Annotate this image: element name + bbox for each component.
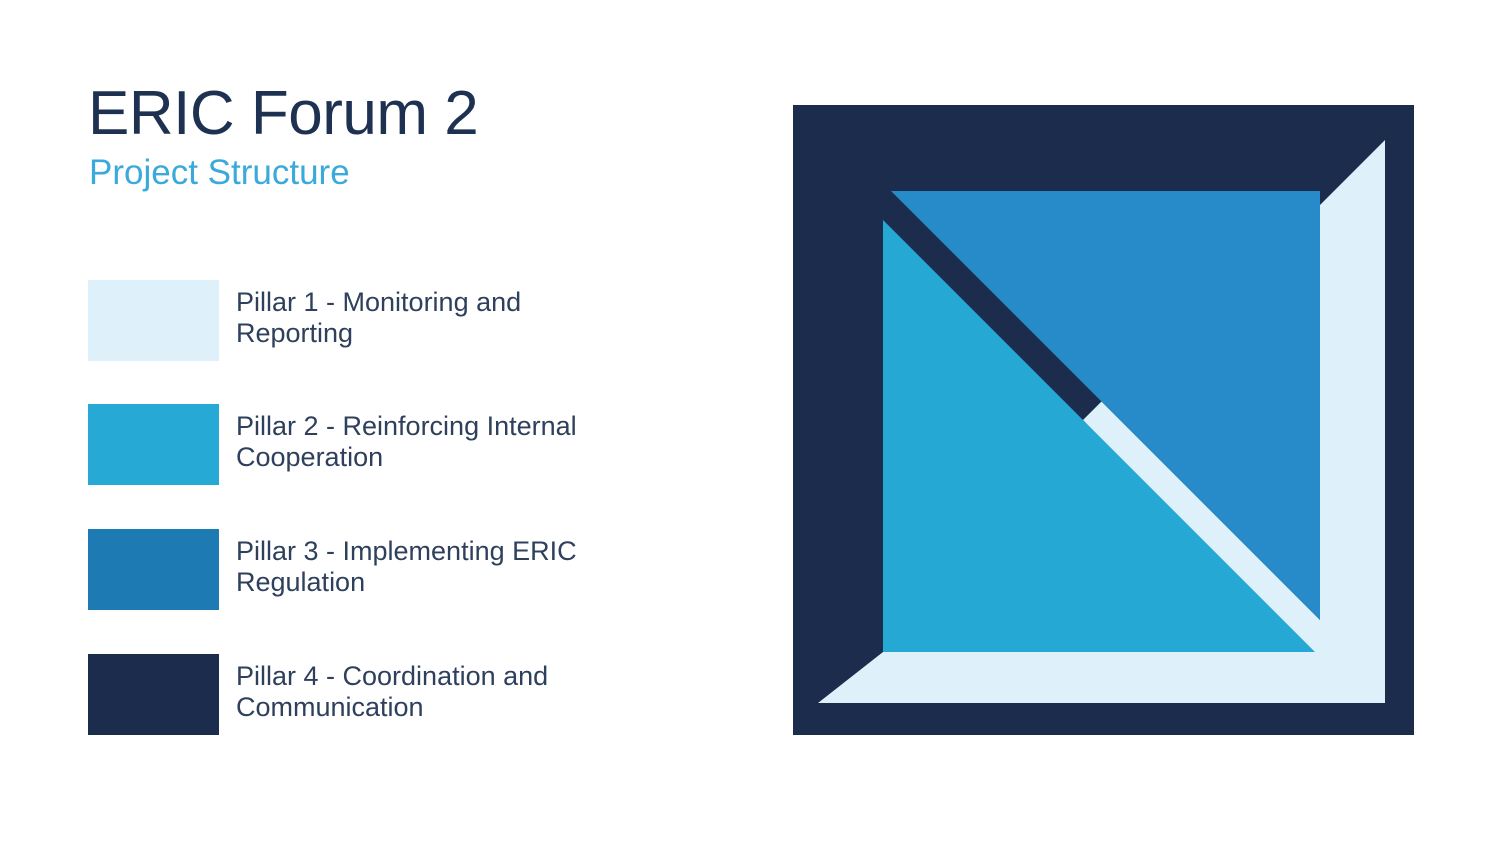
pillar-4-label: Pillar 4 - Coordination and Communicatio… xyxy=(236,661,548,723)
pillar-legend: Pillar 1 - Monitoring and Reporting Pill… xyxy=(88,280,708,740)
pillar-2-swatch xyxy=(88,404,219,485)
pillar-3-label: Pillar 3 - Implementing ERIC Regulation xyxy=(236,536,577,598)
legend-item-pillar-4: Pillar 4 - Coordination and Communicatio… xyxy=(88,654,548,735)
pillar-3-label-line1: Pillar 3 - Implementing ERIC xyxy=(236,536,577,566)
logo-diagonal-highlight xyxy=(1083,401,1337,673)
logo-lower-triangle xyxy=(883,220,1315,652)
project-structure-logo-graphic xyxy=(793,105,1414,735)
pillar-4-swatch xyxy=(88,654,219,735)
pillar-1-label: Pillar 1 - Monitoring and Reporting xyxy=(236,287,521,349)
pillar-1-color-rect xyxy=(88,280,219,361)
page-title: ERIC Forum 2 xyxy=(88,79,479,148)
legend-item-pillar-2: Pillar 2 - Reinforcing Internal Cooperat… xyxy=(88,404,577,485)
pillar-3-label-line2: Regulation xyxy=(236,567,366,597)
legend-item-pillar-3: Pillar 3 - Implementing ERIC Regulation xyxy=(88,529,577,610)
pillar-4-label-line2: Communication xyxy=(236,692,424,722)
legend-item-pillar-1: Pillar 1 - Monitoring and Reporting xyxy=(88,280,521,361)
logo-upper-triangle xyxy=(891,191,1320,620)
pillar-3-color-rect xyxy=(88,529,219,610)
pillar-3-swatch xyxy=(88,529,219,610)
pillar-2-label: Pillar 2 - Reinforcing Internal Cooperat… xyxy=(236,411,577,473)
pillar-2-label-line1: Pillar 2 - Reinforcing Internal xyxy=(236,411,577,441)
pillar-2-color-rect xyxy=(88,404,219,485)
pillar-1-swatch xyxy=(88,280,219,361)
pillar-4-label-line1: Pillar 4 - Coordination and xyxy=(236,661,549,691)
pillar-1-label-line1: Pillar 1 - Monitoring and xyxy=(236,287,522,317)
pillar-2-label-line2: Cooperation xyxy=(236,442,384,472)
pillar-4-color-rect xyxy=(88,654,219,735)
page-subtitle: Project Structure xyxy=(89,153,350,192)
pillar-1-label-line2: Reporting xyxy=(236,318,354,348)
